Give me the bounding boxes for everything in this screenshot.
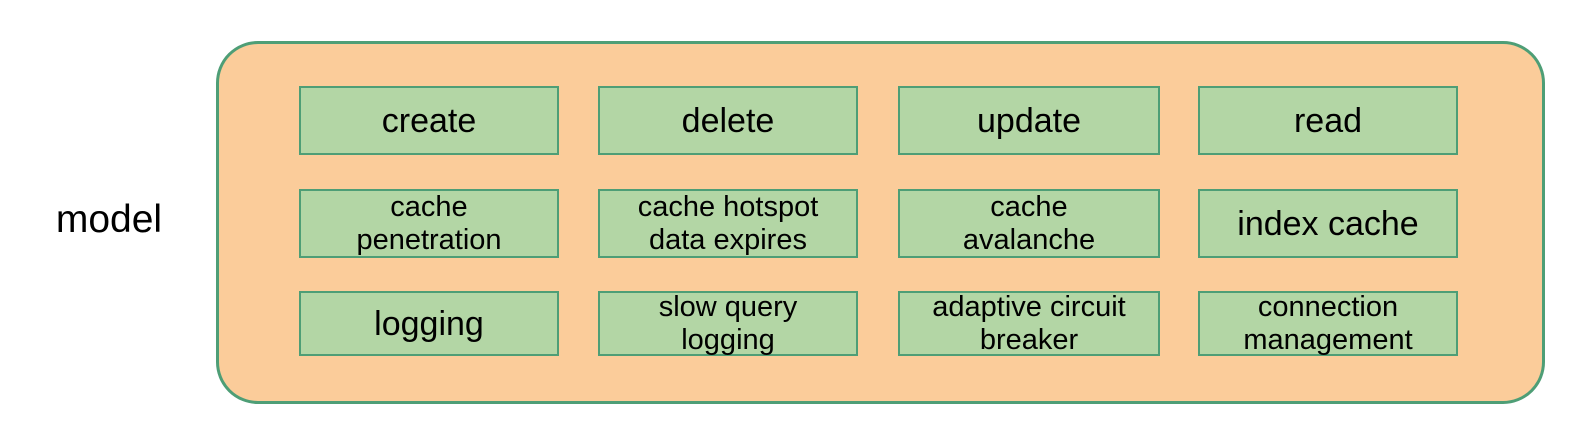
node-label: logging [374,304,484,343]
node-box[interactable]: adaptive circuit breaker [898,291,1160,356]
node-label: index cache [1237,204,1419,243]
node-label: connection management [1243,290,1413,356]
group-side-label: model [55,198,163,241]
node-box[interactable]: index cache [1198,189,1458,258]
node-label: adaptive circuit breaker [932,290,1126,356]
node-label: read [1293,101,1363,140]
node-label: cache penetration [356,190,502,256]
node-box[interactable]: cache penetration [299,189,559,258]
node-box[interactable]: update [898,86,1160,155]
node-label: create [381,101,477,140]
node-label: cache hotspot data expires [637,190,819,256]
node-box[interactable]: delete [598,86,858,155]
node-box[interactable]: logging [299,291,559,356]
node-label: slow query logging [658,290,798,356]
node-box[interactable]: cache hotspot data expires [598,189,858,258]
node-box[interactable]: connection management [1198,291,1458,356]
node-box[interactable]: slow query logging [598,291,858,356]
node-label: update [977,101,1081,140]
node-label: delete [681,101,775,140]
node-box[interactable]: read [1198,86,1458,155]
node-label: cache avalanche [962,190,1096,256]
node-box[interactable]: create [299,86,559,155]
node-box[interactable]: cache avalanche [898,189,1160,258]
